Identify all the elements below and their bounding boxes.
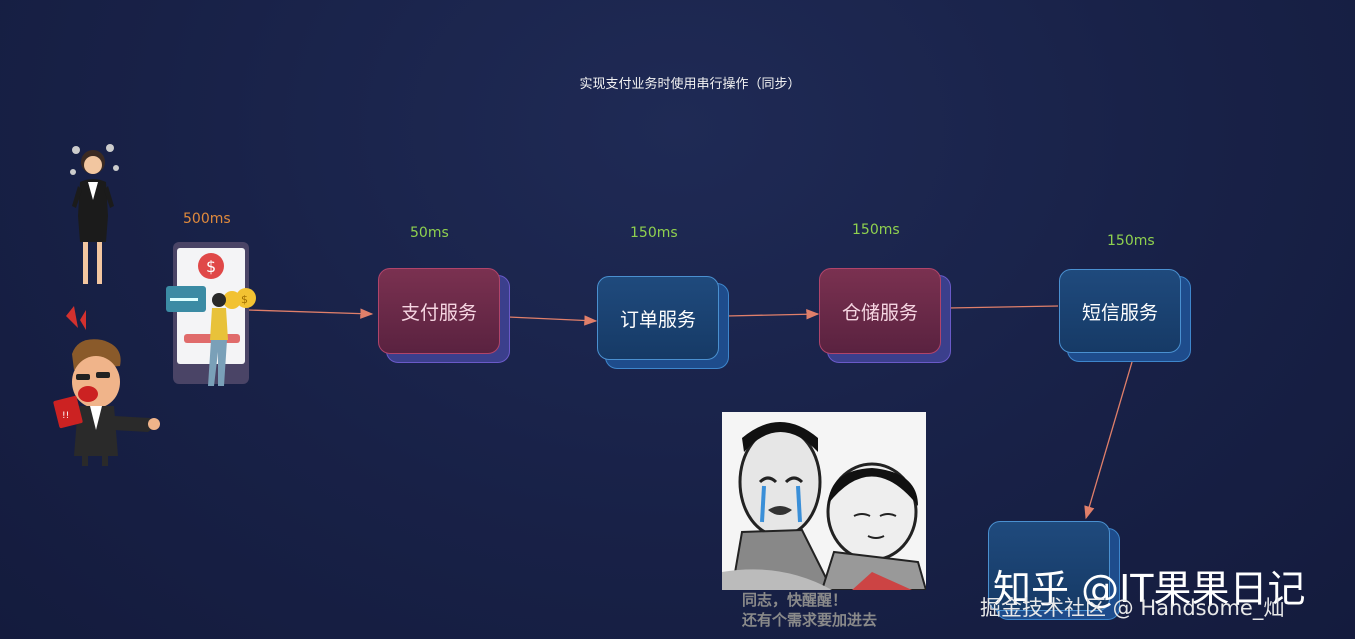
storage-service-label: 仓储服务 xyxy=(819,268,941,354)
order-latency-label: 150ms xyxy=(630,225,678,241)
angry-man-icon: !! xyxy=(53,306,160,466)
sms-service-label: 短信服务 xyxy=(1059,269,1181,353)
arrow-sms-to-next xyxy=(1084,361,1133,520)
meme-caption-line2: 还有个需求要加进去 xyxy=(742,611,878,629)
order-service-box: 订单服务 xyxy=(597,276,729,369)
svg-text:$: $ xyxy=(206,257,216,276)
payment-service-box: 支付服务 xyxy=(378,268,510,363)
meme-caption-line1: 同志，快醒醒！ xyxy=(742,591,848,609)
woman-figure-icon xyxy=(70,144,119,284)
order-service-label: 订单服务 xyxy=(597,276,719,360)
storage-service-box: 仓储服务 xyxy=(819,268,951,363)
storage-latency-label: 150ms xyxy=(852,222,900,238)
payment-service-label: 支付服务 xyxy=(378,268,500,354)
meme-caption: 同志，快醒醒！ 还有个需求要加进去 xyxy=(742,590,877,630)
sms-service-box: 短信服务 xyxy=(1059,269,1191,362)
svg-text:$: $ xyxy=(241,293,248,306)
arrow-order-to-storage xyxy=(725,309,820,320)
zhihu-watermark: 知乎 @IT果果日记 xyxy=(993,567,1306,611)
svg-text:!!: !! xyxy=(62,411,69,421)
client-latency-label: 500ms xyxy=(183,211,231,227)
diagram-title: 实现支付业务时使用串行操作（同步） xyxy=(579,77,801,92)
sms-latency-label: 150ms xyxy=(1107,233,1155,249)
juejin-watermark: 掘金技术社区 @ Handsome_灿 xyxy=(980,596,1285,620)
phone-payment-icon: $ $ xyxy=(166,242,256,386)
arrow-storage-to-sms xyxy=(947,305,1059,309)
arrow-payment-to-order xyxy=(507,315,598,326)
crying-meme-image xyxy=(722,412,926,590)
payment-latency-label: 50ms xyxy=(410,225,449,241)
arrow-client-to-payment xyxy=(247,308,374,319)
next-service-box xyxy=(988,521,1120,620)
